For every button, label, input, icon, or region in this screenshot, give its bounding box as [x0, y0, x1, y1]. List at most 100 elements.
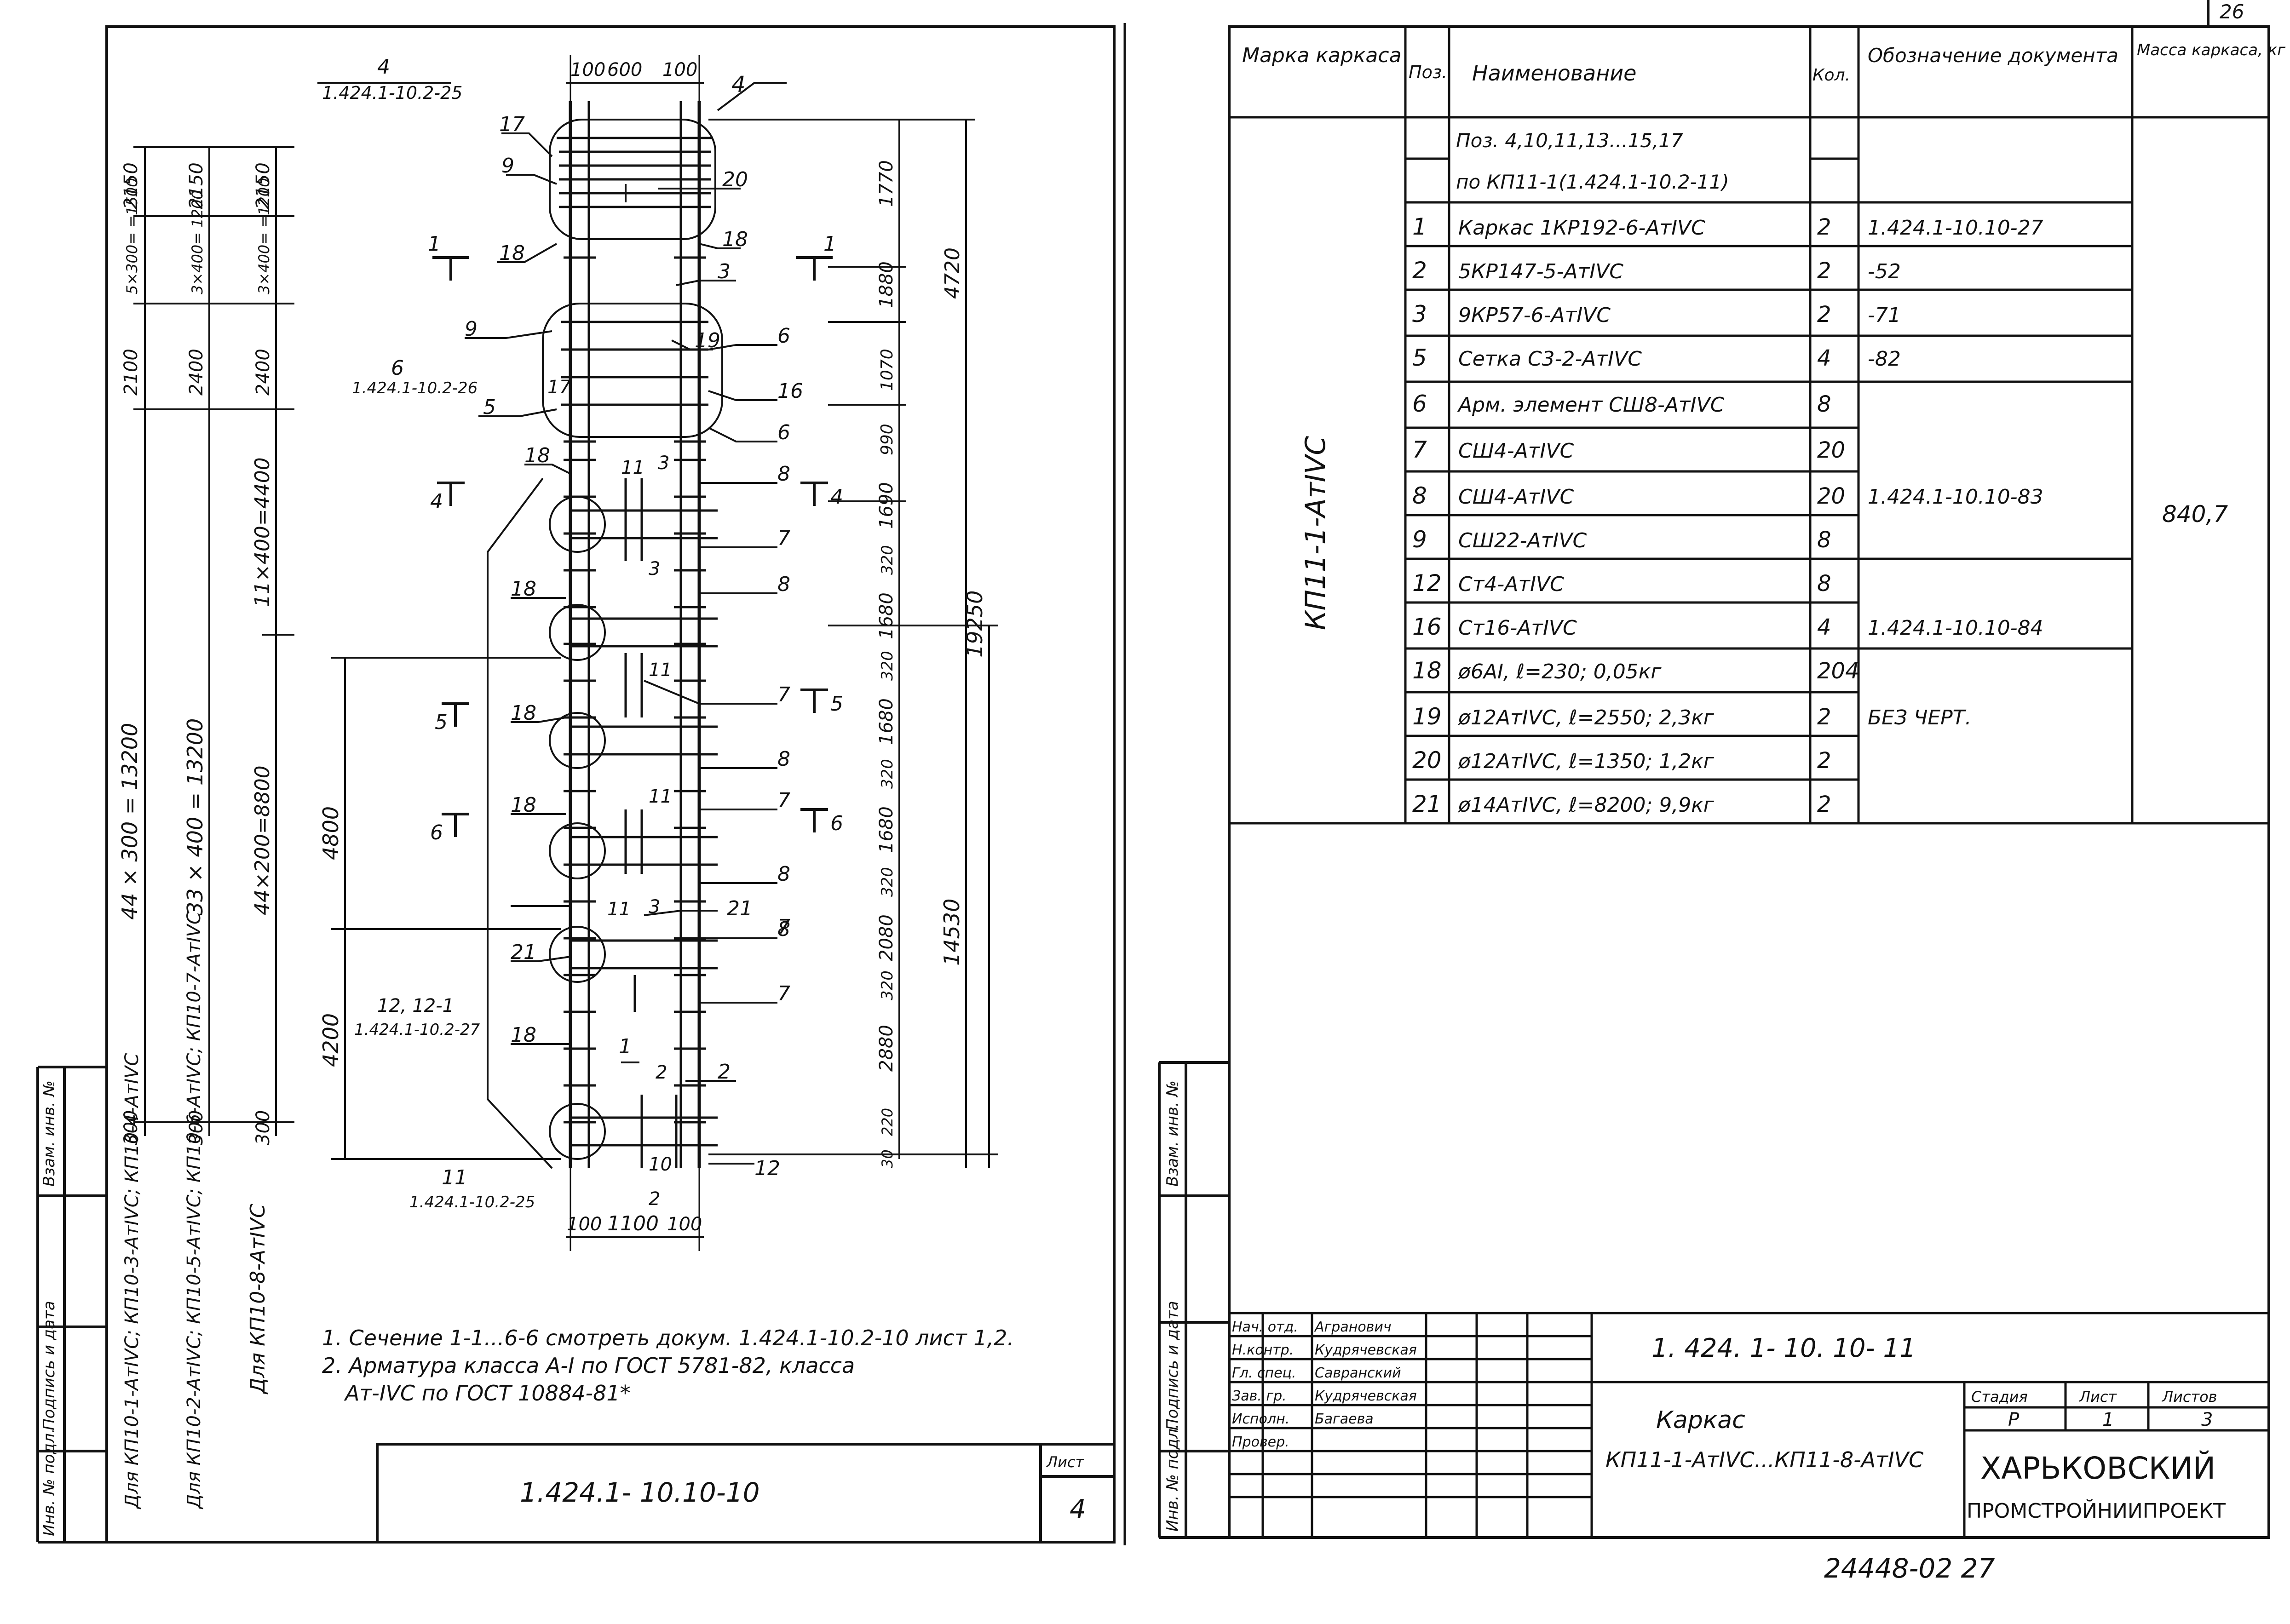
row-pos: 2 [1412, 257, 1427, 284]
dim-r-320d: 320 [878, 867, 897, 897]
role-label: Исполн. [1232, 1411, 1289, 1427]
row-pos: 8 [1412, 482, 1427, 509]
section-marks [432, 256, 833, 837]
ref-top: 1.424.1-10.2-25 [322, 83, 462, 103]
row-pos: 20 [1412, 747, 1442, 774]
row-pos: 21 [1412, 791, 1442, 817]
callout-7e: 7 [777, 982, 790, 1005]
row-pos: 5 [1412, 344, 1427, 371]
caption-kp10-8: Для КП10-8-АтIVС [246, 1204, 270, 1394]
dim-columns [133, 146, 294, 1136]
row-qty: 8 [1817, 571, 1831, 597]
dim-top-2: 600 [607, 59, 642, 80]
dim-top-3: 100 [662, 59, 697, 80]
row-name: СШ22-АтIVС [1458, 529, 1587, 552]
role-name: Агранович [1314, 1319, 1392, 1335]
section-6-right: 6 [830, 812, 843, 835]
dim-c1-e: 300 [121, 1110, 142, 1145]
ref-top-num: 4 [377, 55, 390, 79]
callout-8e: 8 [777, 918, 790, 941]
title-line-2: КП11-1-АтIVС...КП11-8-АтIVС [1605, 1447, 1923, 1472]
row-name: ø12АтIVС, ℓ=2550; 2,3кг [1458, 706, 1715, 729]
callout-7d: 7 [777, 915, 790, 939]
row-pos: 19 [1412, 703, 1442, 730]
dim-c1-b: 5×300= =1500 [123, 178, 141, 294]
title-line-1: Каркас [1656, 1406, 1745, 1434]
ref-mid-num: 6 [391, 356, 404, 380]
note-1: 1. Сечение 1-1...6-6 смотреть докум. 1.4… [322, 1326, 1014, 1350]
row-qty: 8 [1817, 391, 1831, 417]
stage-label: Стадия [1971, 1388, 2028, 1406]
callout-8a: 8 [777, 462, 790, 486]
row-qty: 4 [1817, 345, 1831, 371]
r-strip-sign: Подпись и дата [1163, 1301, 1182, 1430]
row-name: ø14АтIVС, ℓ=8200; 9,9кг [1458, 793, 1715, 817]
dim-c2-c: 2400 [186, 349, 207, 396]
bottom-number: 24448-02 27 [1824, 1553, 1995, 1584]
role-label: Гл. спец. [1232, 1365, 1296, 1381]
dim-bot-3: 100 [667, 1214, 702, 1235]
dim-bot-2: 1100 [607, 1212, 659, 1235]
dim-bot-1: 100 [567, 1214, 602, 1235]
callout-2a: 2 [656, 1062, 667, 1083]
callout-leaders [465, 82, 787, 1165]
org-line-2: ПРОМСТРОЙНИИПРОЕКТ [1967, 1498, 2226, 1523]
row-qty: 2 [1817, 704, 1831, 730]
row-name: ø12АтIVС, ℓ=1350; 1,2кг [1458, 750, 1715, 773]
callout-11a: 11 [621, 457, 644, 478]
dim-r-1690: 1690 [876, 482, 897, 529]
row-name: Ст16-АтIVС [1458, 616, 1577, 640]
dim-c1-c: 2100 [121, 349, 142, 396]
callout-18d: 18 [511, 577, 536, 601]
callout-11c: 11 [649, 786, 672, 807]
role-name: Савранский [1315, 1365, 1401, 1381]
dim-r-320c: 320 [878, 759, 897, 789]
th-pos: Поз. [1409, 62, 1447, 82]
callout-3b: 3 [658, 453, 669, 474]
sheets-label: Листов [2162, 1388, 2217, 1406]
role-label: Нач. отд. [1232, 1319, 1298, 1335]
ref-mid: 1.424.1-10.2-26 [352, 379, 478, 397]
left-title-box [376, 1443, 1116, 1544]
row-pos: 1 [1412, 213, 1427, 240]
row-doc: 1.424.1-10.10-83 [1868, 485, 2043, 509]
callout-10: 10 [649, 1154, 672, 1175]
row-qty: 2 [1817, 792, 1831, 817]
row-pos: 12 [1412, 570, 1442, 597]
callout-2c: 2 [649, 1188, 660, 1210]
dim-c1-a: 2150 [121, 162, 142, 209]
r-strip-replace: Взам. инв. № [1163, 1080, 1182, 1187]
dim-c3-a: 2150 [253, 162, 274, 209]
callout-20: 20 [722, 168, 748, 191]
callout-7a: 7 [777, 527, 790, 550]
row-name: СШ4-АтIVС [1458, 485, 1574, 509]
cage-drawing [331, 55, 998, 1251]
dim-overall-4720: 4720 [941, 247, 964, 299]
row-qty: 20 [1817, 483, 1845, 509]
dim-r-1070: 1070 [878, 349, 897, 391]
r-strip-inv: Инв. № подл. [1163, 1423, 1182, 1532]
left-sheet [36, 25, 1116, 1544]
table-intro-2: по КП11-1(1.424.1-10.2-11) [1456, 171, 1729, 193]
callout-17b: 17 [547, 377, 571, 398]
callout-17: 17 [499, 113, 525, 136]
dim-r-1680c: 1680 [876, 806, 897, 853]
dim-r-2080: 2080 [876, 914, 897, 961]
table-mass: 840,7 [2162, 501, 2228, 528]
row-name: Ст4-АтIVС [1458, 573, 1564, 596]
row-doc: -52 [1868, 260, 1901, 283]
callout-7c: 7 [777, 789, 790, 812]
callout-2b: 2 [718, 1060, 731, 1084]
ref-bottom: 1.424.1-10.2-25 [409, 1193, 535, 1211]
strip-inv-label: Инв. № подл. [40, 1428, 58, 1536]
dim-r-1680a: 1680 [876, 592, 897, 639]
callout-3a: 3 [718, 260, 731, 283]
row-doc: 1.424.1-10.10-84 [1868, 616, 2043, 640]
callout-8c: 8 [777, 747, 790, 771]
note-3: Ат-IVС по ГОСТ 10884-81* [344, 1381, 631, 1406]
role-label: Н.контр. [1232, 1342, 1294, 1358]
org-line-1: ХАРЬКОВСКИЙ [1980, 1450, 2215, 1486]
callout-19: 19 [695, 329, 720, 352]
